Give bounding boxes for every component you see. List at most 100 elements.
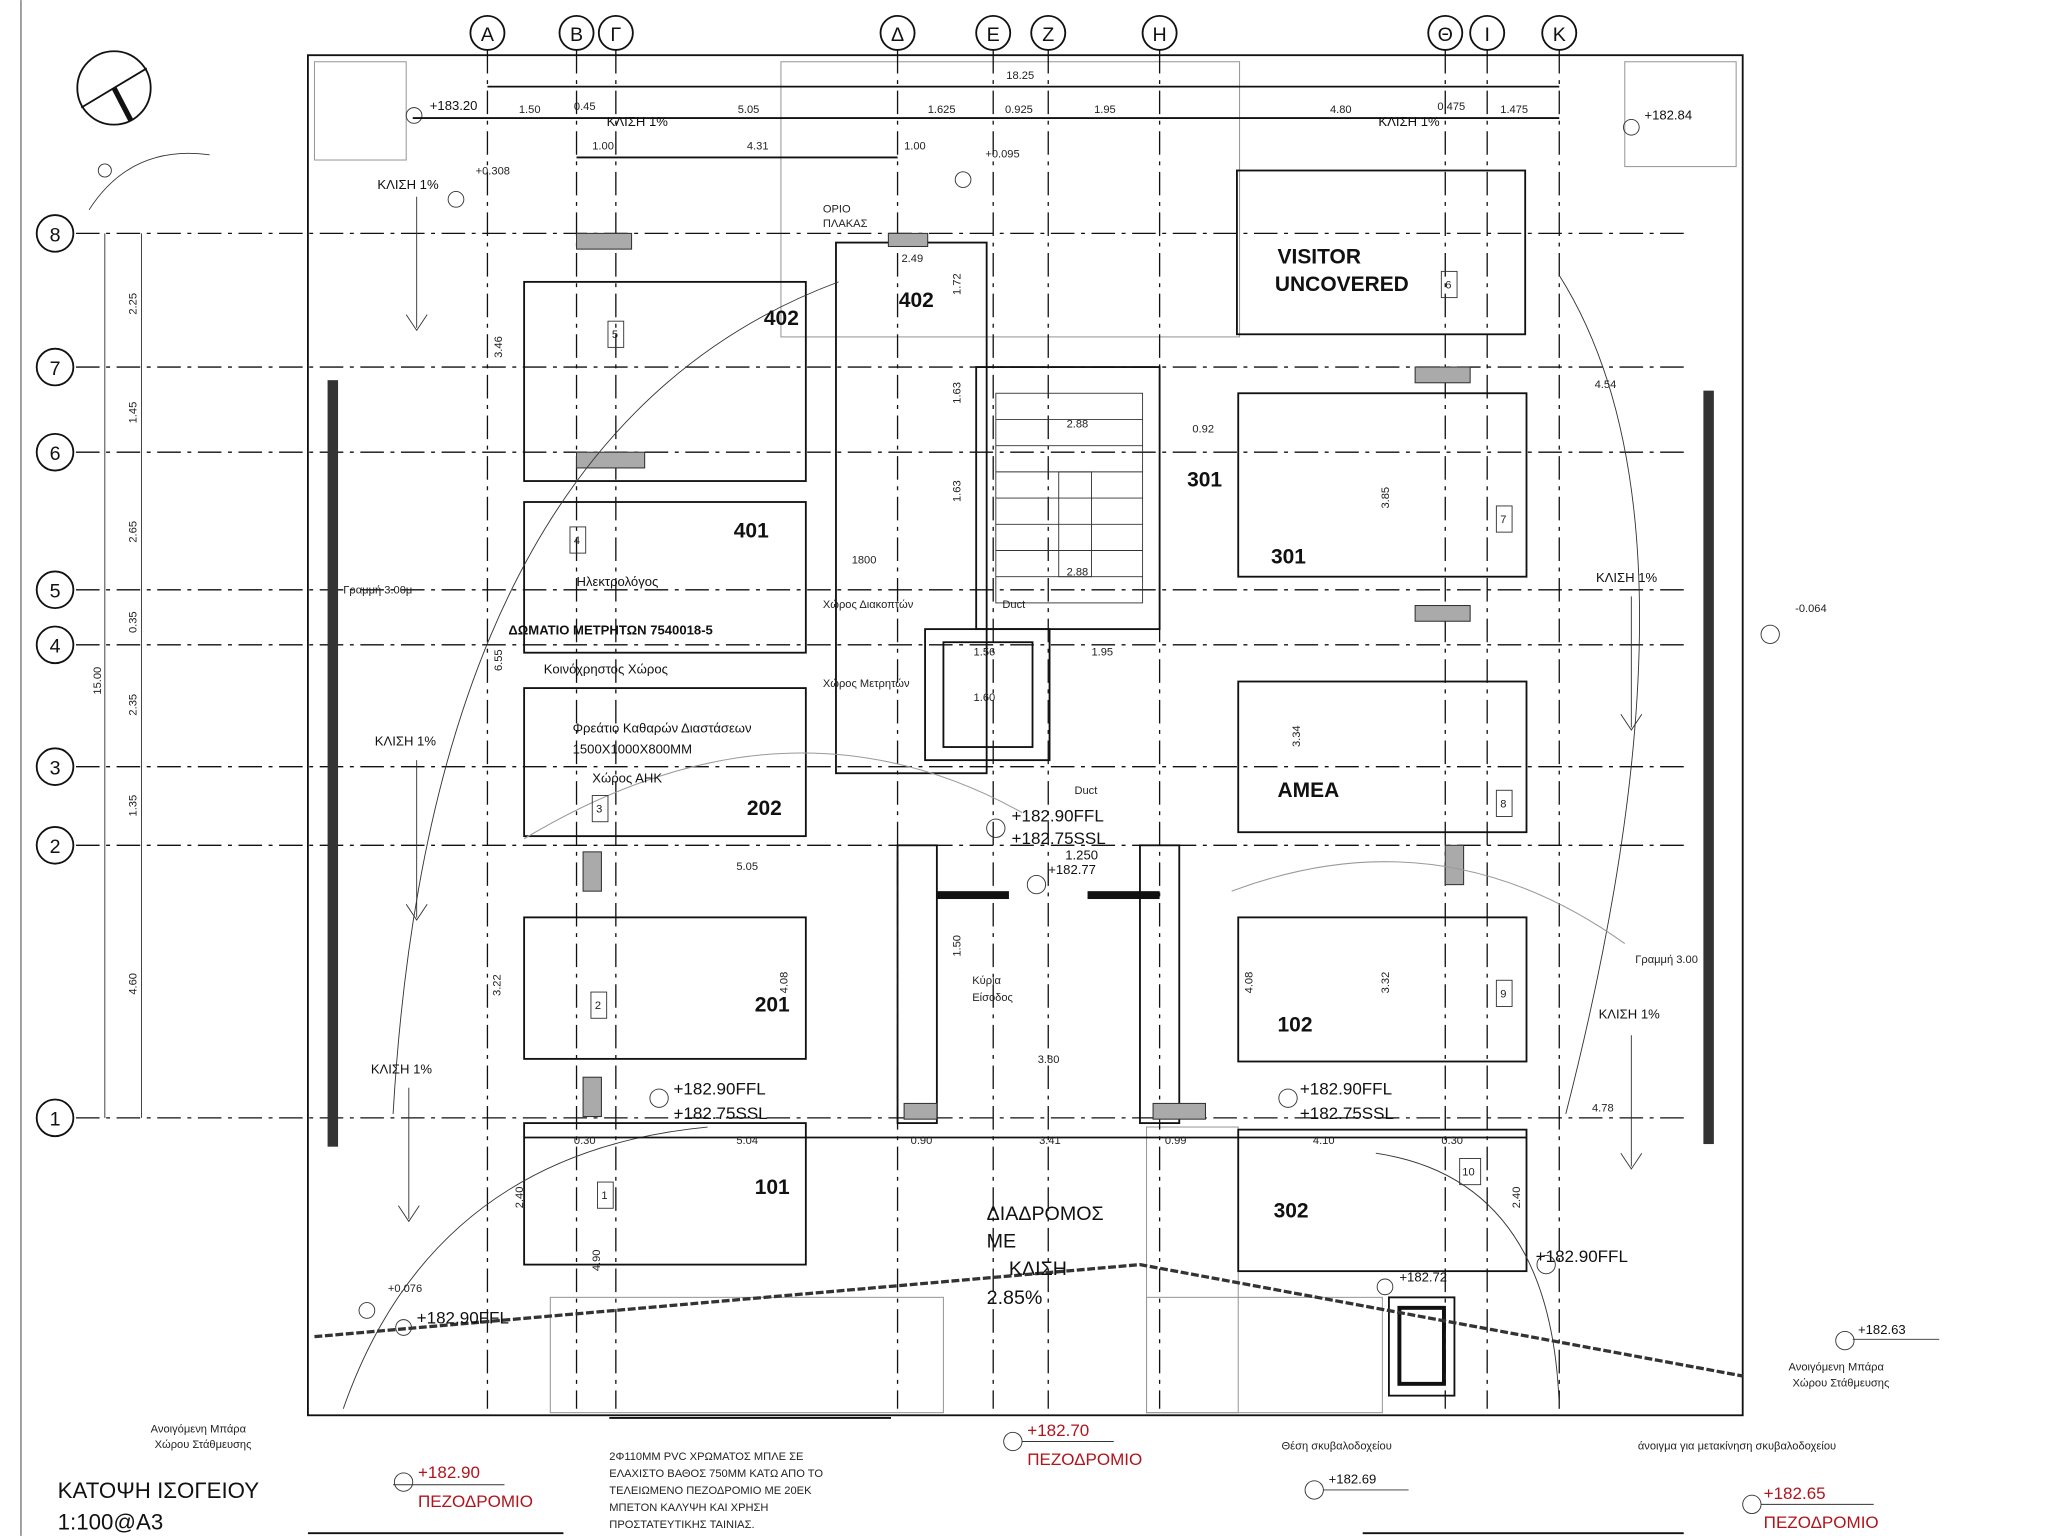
room-label-401: 401 [734, 519, 769, 542]
building-walls [327, 169, 1714, 1397]
pipe-note-line: 2Φ110ΜΜ PVC ΧΡΩΜΑΤΟΣ ΜΠΛΕ ΣΕ [609, 1451, 803, 1463]
dimension-label: 6.55 [493, 649, 505, 671]
grid-row-bubbles: 8 7 6 5 4 3 2 1 [35, 214, 75, 1138]
duct-label: Duct [1002, 599, 1026, 611]
drawing-scale: 1:100@A3 [58, 1509, 164, 1534]
level-label: +182.90FFL [1012, 807, 1104, 826]
level-markers: +183.20 +182.84 +0.308 +0.095 +182.90FFL… [358, 98, 1940, 1500]
dimension-label: 1.00 [904, 141, 926, 153]
parking-number: 10 [1462, 1167, 1474, 1179]
slope-label: ΚΛΙΣΗ 1% [375, 734, 437, 749]
dimension-label: 1.50 [519, 104, 541, 116]
dimension-label: 0.475 [1437, 101, 1465, 113]
level-label: 1.250 [1065, 848, 1098, 863]
level-label: +182.75SSL [1012, 829, 1106, 848]
dimension-label: 0.35 [127, 611, 139, 633]
room-label-201: 201 [755, 994, 790, 1017]
room-label-202: 202 [747, 797, 782, 820]
level-label: -0.064 [1795, 603, 1827, 615]
dimension-label: 1.35 [127, 795, 139, 817]
dimension-label: 1.72 [951, 273, 963, 295]
grid-col-label: Η [1153, 24, 1167, 46]
grid-row-label: 7 [50, 358, 61, 380]
bin-position-note: Θέση σκυβαλοδοχείου [1281, 1440, 1391, 1452]
gate-swing-arcs [314, 275, 1743, 1409]
parking-number: 4 [574, 535, 580, 547]
barrier-note: Χώρου Στάθμευσης [155, 1439, 253, 1451]
grid-col-label: Ι [1484, 24, 1489, 46]
slope-label: ΚΛΙΣΗ 1% [371, 1061, 433, 1076]
grid-row-label: 4 [50, 636, 61, 658]
dimension-label: 2.88 [1067, 418, 1089, 430]
slope-label: ΚΛΙΣΗ 1% [1599, 1006, 1661, 1021]
level-label: +182.90FFL [1300, 1079, 1392, 1098]
grid-row-label: 6 [50, 443, 61, 465]
level-label: +182.77 [1048, 862, 1096, 877]
level-label: +182.84 [1644, 107, 1692, 122]
dimension-label: 0.30 [1441, 1135, 1463, 1147]
parking-number: 5 [612, 329, 618, 341]
electrician-note: Ηλεκτρολόγος [577, 574, 659, 589]
level-label: +182.90FFL [417, 1309, 509, 1328]
grid-col-label: Ε [987, 24, 1000, 46]
room-label-402: 402 [899, 289, 934, 312]
dimension-label: 1.45 [127, 402, 139, 424]
room-label-101: 101 [755, 1176, 790, 1199]
dimension-label: 1.60 [974, 692, 996, 704]
pavement-level: +182.70 [1027, 1421, 1089, 1440]
dimension-label: 0.30 [574, 1135, 596, 1147]
slope-labels: ΚΛΙΣΗ 1% ΚΛΙΣΗ 1% ΚΛΙΣΗ 1% ΚΛΙΣΗ 1% ΚΛΙΣ… [371, 114, 1660, 1076]
level-label: +182.90FFL [1536, 1247, 1628, 1266]
grid-row-label: 5 [50, 581, 61, 603]
dimension-label: 4.10 [1313, 1135, 1335, 1147]
dimension-label: 2.40 [1511, 1187, 1523, 1209]
dimension-label: 0.99 [1165, 1135, 1187, 1147]
dimension-label: 2.65 [127, 521, 139, 543]
dimension-label: 1.95 [1091, 646, 1113, 658]
dimension-label: 3.46 [493, 336, 505, 358]
dimension-label: 5.05 [736, 861, 758, 873]
dimension-label: 4.08 [1244, 972, 1256, 994]
corridor-note: ΜΕ [987, 1231, 1016, 1253]
dimension-label: 4.31 [747, 141, 769, 153]
slope-arrows [397, 196, 1643, 1223]
dimension-label: 3.22 [492, 974, 504, 996]
level-label: +0.076 [388, 1283, 422, 1295]
corridor-note: ΔΙΑΔΡΟΜΟΣ [987, 1203, 1104, 1225]
slab-limit-note: ΠΛΑΚΑΣ [823, 218, 868, 230]
shaft-size-note: 1500X1000X800MM [573, 742, 692, 757]
dimension-label: 15.00 [92, 667, 104, 695]
dimension-label: 3.32 [1380, 972, 1392, 994]
dimension-label: 3.80 [1038, 1054, 1060, 1066]
room-label-402: 402 [764, 307, 799, 330]
dimension-label: 2.40 [514, 1187, 526, 1209]
dimension-label: 1.63 [951, 480, 963, 502]
dimension-label: 0.45 [574, 101, 596, 113]
parking-numbers: 1 2 3 4 5 6 7 8 9 10 [569, 270, 1513, 1209]
room-label-301: 301 [1271, 546, 1306, 569]
dimension-label: 2.35 [127, 694, 139, 716]
dimension-label: 1.63 [951, 382, 963, 404]
dimension-label: 3.41 [1039, 1135, 1061, 1147]
level-label: +0.308 [476, 165, 510, 177]
dimension-label: 1.625 [928, 104, 956, 116]
level-label: +182.90FFL [673, 1079, 765, 1098]
parking-number: 9 [1500, 988, 1506, 1000]
dimension-label: 3.34 [1291, 725, 1303, 747]
pavement-label: ΠΕΖΟΔΡΟΜΙΟ [418, 1492, 533, 1511]
north-arrow-icon [76, 50, 152, 126]
pavement-levels: +182.90 ΠΕΖΟΔΡΟΜΙΟ +182.70 ΠΕΖΟΔΡΟΜΙΟ +1… [393, 1421, 1879, 1532]
dimension-label: 1.00 [592, 141, 614, 153]
dimension-label: 3.85 [1380, 487, 1392, 509]
main-entrance-note: Κύρια [972, 975, 1001, 987]
parking-number: 6 [1445, 279, 1451, 291]
barrier-note: Ανοιγόμενη Μπάρα [1789, 1362, 1885, 1374]
pipe-note: 2Φ110ΜΜ PVC ΧΡΩΜΑΤΟΣ ΜΠΛΕ ΣΕ ΕΛΑΧΙΣΤΟ ΒΑ… [609, 1416, 892, 1531]
slope-label: ΚΛΙΣΗ 1% [1378, 114, 1440, 129]
dimension-label: 4.60 [127, 973, 139, 995]
parking-number: 7 [1500, 514, 1506, 526]
dimension-label: 4.90 [591, 1249, 603, 1271]
dimension-label: 1.475 [1500, 104, 1528, 116]
dimension-lines: 18.25 1.50 0.45 5.05 1.625 0.925 1.95 4.… [92, 70, 1616, 1271]
